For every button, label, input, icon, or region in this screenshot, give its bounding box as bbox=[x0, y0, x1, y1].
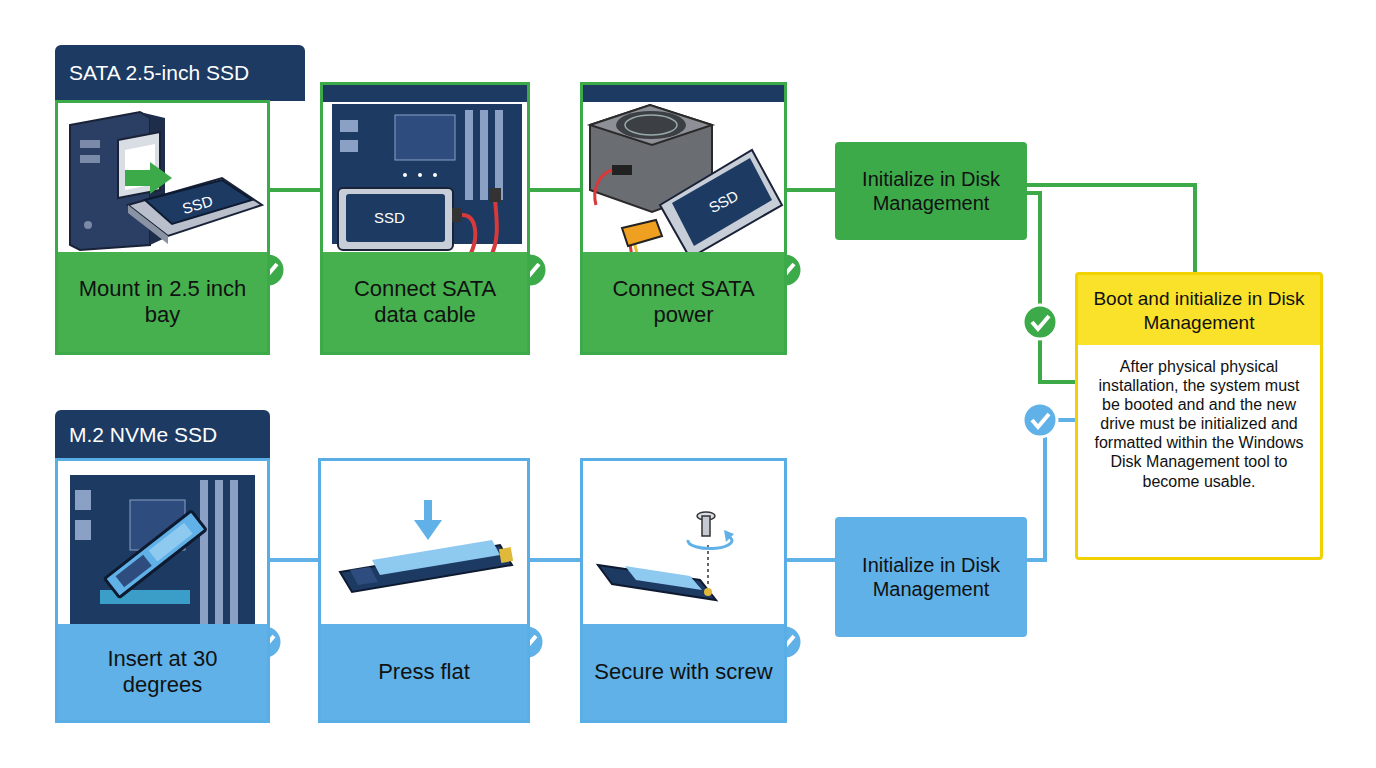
sata-data-illustration bbox=[332, 104, 522, 268]
node-text: Mount in 2.5 inch bay bbox=[66, 276, 259, 329]
card-strip bbox=[320, 82, 530, 102]
node-text: Initialize in Disk Management bbox=[845, 553, 1017, 601]
connector bbox=[530, 190, 580, 191]
check-mark bbox=[1023, 403, 1057, 437]
node-text: After physical physical installation, th… bbox=[1078, 345, 1320, 503]
node-text: Connect SATA power bbox=[591, 276, 776, 329]
node-text: Secure with screw bbox=[594, 659, 773, 685]
m2-press-illustration bbox=[340, 500, 513, 592]
label-band: Press flat bbox=[321, 624, 527, 720]
note-box: Boot and initialize in Disk ManagementAf… bbox=[1075, 272, 1323, 560]
node-text: Press flat bbox=[378, 659, 470, 685]
node-text: Connect SATA data cable bbox=[331, 276, 519, 329]
label-band: Insert at 30 degrees bbox=[58, 624, 267, 720]
step-card: Press flat bbox=[318, 458, 530, 723]
connector bbox=[1027, 420, 1075, 560]
connector bbox=[530, 560, 580, 561]
m2-screw-illustration bbox=[598, 512, 734, 600]
label-band: Secure with screw bbox=[583, 624, 784, 720]
pc-tower-illustration bbox=[70, 112, 262, 250]
connector bbox=[787, 190, 835, 191]
step-card: Connect SATA power bbox=[580, 82, 787, 355]
connector bbox=[270, 190, 320, 191]
process-box: Initialize in Disk Management bbox=[835, 142, 1027, 240]
card-strip bbox=[580, 82, 787, 102]
process-box: Initialize in Disk Management bbox=[835, 517, 1027, 637]
connector bbox=[787, 560, 835, 561]
step-card: Insert at 30 degrees bbox=[55, 458, 270, 723]
node-text: Initialize in Disk Management bbox=[845, 167, 1017, 215]
step-card: Connect SATA data cable bbox=[320, 82, 530, 355]
step-card: Mount in 2.5 inch bay bbox=[55, 100, 270, 355]
section-header: M.2 NVMe SSD bbox=[55, 410, 270, 460]
step-card: Secure with screw bbox=[580, 458, 787, 723]
label-band: Connect SATA data cable bbox=[323, 252, 527, 352]
section-header: SATA 2.5-inch SSD bbox=[55, 45, 305, 101]
ssd-label: SSD bbox=[706, 187, 741, 216]
node-text: Insert at 30 degrees bbox=[66, 646, 259, 699]
ssd-label: SSD bbox=[374, 209, 405, 226]
label-band: Mount in 2.5 inch bay bbox=[58, 252, 267, 352]
check-mark bbox=[1023, 305, 1057, 339]
m2-insert-illustration bbox=[70, 475, 255, 640]
sata-power-illustration bbox=[590, 105, 782, 275]
node-text: Boot and initialize in Disk Management bbox=[1078, 275, 1320, 345]
ssd-label: SSD bbox=[180, 192, 214, 217]
connector bbox=[270, 560, 318, 561]
label-band: Connect SATA power bbox=[583, 252, 784, 352]
node-text: SATA 2.5-inch SSD bbox=[69, 61, 249, 85]
node-text: M.2 NVMe SSD bbox=[69, 423, 217, 447]
